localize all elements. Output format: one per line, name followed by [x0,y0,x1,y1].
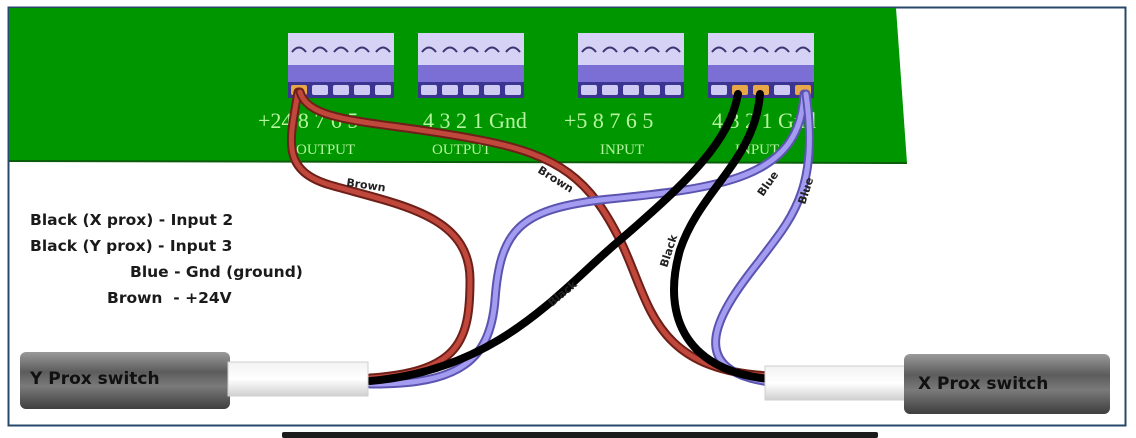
terminal-screw-icon [665,46,681,53]
legend-item: Black (X prox) - Input 2 [30,211,234,229]
terminal-screw-icon [581,46,597,53]
terminal-block-top [708,33,814,65]
terminal-slot [375,85,391,95]
terminal-screw-icon [774,46,790,53]
terminal-block-face [288,65,394,82]
terminal-block-face [708,65,814,82]
blue-wire-x [713,91,812,385]
legend-item: Black (Y prox) - Input 3 [30,237,233,255]
terminal-screw-icon [463,46,479,53]
terminal-screw-icon [354,46,370,53]
terminal-group-label-output-high: OUTPUT [296,142,355,158]
x-prox-switch: X Prox switch [764,354,1110,414]
terminal-screw-icon [375,46,391,53]
terminal-screw-icon [623,46,639,53]
bottom-bar [282,432,878,438]
terminal-slot [665,85,681,95]
x-switch-body [904,354,1110,414]
y-prox-switch: Y Prox switch [20,352,369,409]
legend-item: Blue - Gnd (ground) [130,263,303,281]
terminal-slot [333,85,349,95]
terminal-slot [774,85,790,95]
terminal-block-top [288,33,394,65]
terminal-slot [711,85,727,95]
terminal-slot [644,85,660,95]
terminal-block-input-low [708,33,814,98]
x-switch-sleeve [764,365,908,401]
x-switch-label: X Prox switch [918,374,1048,394]
terminal-pins-label-input-high: +5 8 7 6 5 [564,108,653,133]
terminal-screw-icon [333,46,349,53]
terminal-screw-icon [644,46,660,53]
terminal-screw-icon [795,46,811,53]
terminal-screw-icon [442,46,458,53]
terminal-slot [623,85,639,95]
terminal-screw-icon [753,46,769,53]
terminal-slot [312,85,328,95]
y-switch-body [20,352,230,409]
terminal-group-label-output-low: OUTPUT [432,142,491,158]
wire-color-legend: Black (X prox) - Input 2 Black (Y prox) … [30,207,303,311]
terminal-slot [505,85,521,95]
terminal-block-output-low [418,33,524,98]
terminal-slot [463,85,479,95]
terminal-block-top [418,33,524,65]
black-wire-x [670,90,774,383]
terminal-screw-icon [312,46,328,53]
terminal-block-output-high [288,33,394,98]
terminal-block-input-high [578,33,684,98]
board-edge [8,160,908,164]
brown-wire-y [288,89,473,381]
brown-wire-x [297,89,773,379]
wire-label-brown-left: Brown [346,176,387,194]
terminal-slot [581,85,597,95]
terminal-screw-icon [602,46,618,53]
legend-item: Brown - +24V [107,289,232,307]
terminal-slot [484,85,500,95]
terminal-block-top [578,33,684,65]
terminal-slot [602,85,618,95]
blue-wire-y [367,91,807,387]
terminal-screw-icon [421,46,437,53]
terminal-screw-icon [711,46,727,53]
black-wire-y [366,90,742,385]
terminal-screw-icon [505,46,521,53]
y-switch-label: Y Prox switch [29,369,160,389]
terminal-screw-icon [732,46,748,53]
terminal-screw-icon [484,46,500,53]
terminal-slot [421,85,437,95]
terminal-block-face [578,65,684,82]
terminal-block-face [418,65,524,82]
terminal-screw-icon [291,46,307,53]
terminal-slot [442,85,458,95]
terminal-slot [354,85,370,95]
y-switch-sleeve [227,361,369,397]
terminal-group-label-input-high: INPUT [600,142,644,158]
